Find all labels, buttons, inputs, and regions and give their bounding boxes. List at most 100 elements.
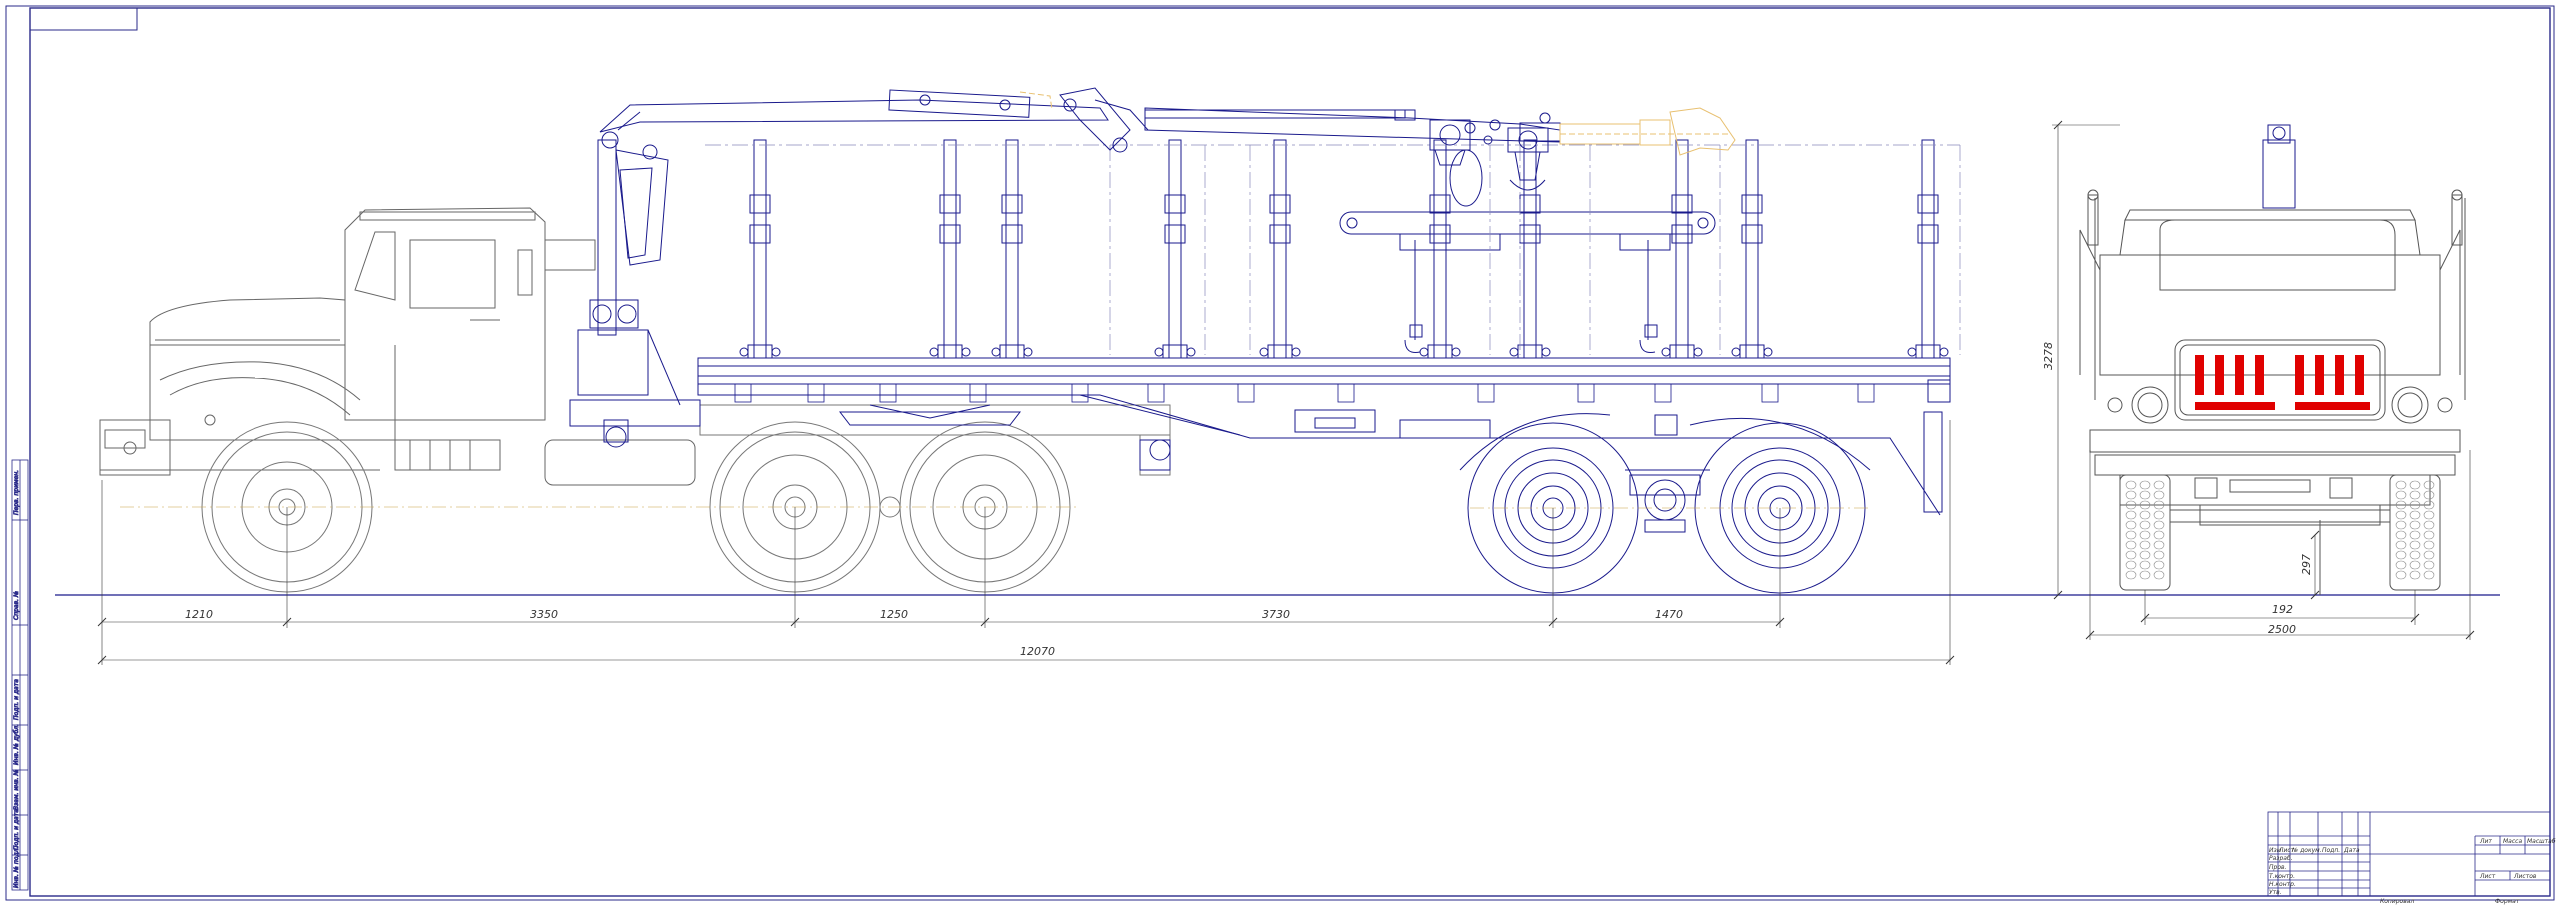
grille-slot [2315, 355, 2324, 395]
side-stamp-column: Перв. примен. Справ. № Подп. и дата Инв.… [11, 459, 29, 891]
tb-header-2: № докум. [2291, 847, 2322, 854]
tread-block [2395, 510, 2407, 520]
tb-sheet-0: Лист [2479, 873, 2496, 880]
title-block [2267, 811, 2551, 897]
tread-block [2139, 510, 2151, 520]
tread-block [2409, 570, 2421, 580]
tread-block [2153, 480, 2165, 490]
stake-4 [1259, 139, 1301, 359]
tread-block [2409, 550, 2421, 560]
tread-block [2153, 490, 2165, 500]
dim-height: 3278 [2042, 342, 2055, 370]
tb-header-3: Подп. [2322, 847, 2340, 854]
front-view [2079, 124, 2466, 595]
tread-block [2395, 480, 2407, 490]
grille-bar-left [2195, 402, 2275, 410]
tb-footer-0: Копировал [2380, 898, 2414, 905]
truck-cab [99, 207, 696, 486]
dim-total-length: 12070 [1020, 645, 1055, 658]
tread-block [2153, 540, 2165, 550]
tread-block [2409, 490, 2421, 500]
side-stamp-0: Перв. примен. [13, 470, 20, 515]
stake-1 [929, 139, 971, 359]
tb-right-header-1: Масса [2503, 838, 2522, 845]
tb-right-header-2: Масштаб [2527, 838, 2556, 845]
tread-block [2153, 530, 2165, 540]
semi-trailer [697, 211, 1951, 533]
stake-3 [1154, 139, 1196, 359]
stake-5 [1419, 139, 1461, 359]
dim-tandem: 1250 [880, 608, 908, 621]
crane-ghost-extended [1019, 91, 1736, 156]
tread-block [2395, 550, 2407, 560]
tread-block [2139, 500, 2151, 510]
wheel-tread-pattern [2125, 480, 2435, 580]
tread-block [2423, 570, 2435, 580]
tread-block [2395, 500, 2407, 510]
dim-trailer-axles: 1470 [1655, 608, 1683, 621]
dimension-ticks [97, 120, 2475, 665]
dim-clearance: 297 [2300, 554, 2313, 575]
tread-block [2409, 500, 2421, 510]
stake-7 [1661, 139, 1703, 359]
side-stamp-1: Справ. № [13, 591, 20, 620]
tread-block [2395, 570, 2407, 580]
stakes-group [739, 139, 1949, 359]
dim-wheelbase-2: 3730 [1262, 608, 1290, 621]
tread-block [2139, 540, 2151, 550]
tread-block [2125, 560, 2137, 570]
stake-8 [1731, 139, 1773, 359]
grille-slot [2235, 355, 2244, 395]
dim-front-overhang: 1210 [185, 608, 213, 621]
tread-block [2423, 550, 2435, 560]
sheet-frame [5, 5, 2555, 901]
grille-slot [2195, 355, 2204, 395]
tread-block [2125, 530, 2137, 540]
tread-block [2423, 540, 2435, 550]
tread-block [2125, 520, 2137, 530]
tread-block [2139, 560, 2151, 570]
tread-block [2153, 570, 2165, 580]
tread-block [2423, 510, 2435, 520]
tb-header-4: Дата [2343, 847, 2360, 854]
tread-block [2409, 510, 2421, 520]
tread-block [2125, 540, 2137, 550]
tread-block [2153, 550, 2165, 560]
dim-track: 192 [2272, 603, 2293, 616]
tread-block [2125, 570, 2137, 580]
side-stamp-4: Взам. инв. № [13, 769, 20, 810]
tread-block [2395, 560, 2407, 570]
tread-block [2153, 560, 2165, 570]
tractor-rear-wheels [699, 404, 1171, 593]
tread-block [2409, 560, 2421, 570]
tread-block [2395, 520, 2407, 530]
tread-block [2125, 490, 2137, 500]
tb-right-header-0: Лит [2479, 838, 2492, 845]
tb-row-2: Т.контр. [2269, 873, 2295, 880]
tread-block [2125, 480, 2137, 490]
dimension-lines [101, 124, 2471, 665]
tread-block [2139, 570, 2151, 580]
tb-row-1: Пров. [2269, 864, 2287, 871]
grille-bar-right [2295, 402, 2370, 410]
grille-slot [2255, 355, 2264, 395]
stake-9 [1907, 139, 1949, 359]
tread-block [2139, 520, 2151, 530]
tread-block [2423, 520, 2435, 530]
stake-0 [739, 139, 781, 359]
tread-block [2125, 510, 2137, 520]
load-outline [705, 144, 1961, 355]
tread-block [2139, 490, 2151, 500]
tb-row-3: Н.контр. [2269, 881, 2296, 888]
tread-block [2139, 550, 2151, 560]
grapple-2 [1507, 112, 1551, 191]
dim-wheelbase-1: 3350 [530, 608, 558, 621]
grille-slot [2295, 355, 2304, 395]
tb-header-1: Лист [2278, 847, 2295, 854]
tb-header-0: Изм [2269, 847, 2282, 854]
tread-block [2423, 530, 2435, 540]
tread-block [2423, 500, 2435, 510]
tread-block [2423, 560, 2435, 570]
tread-block [2423, 480, 2435, 490]
